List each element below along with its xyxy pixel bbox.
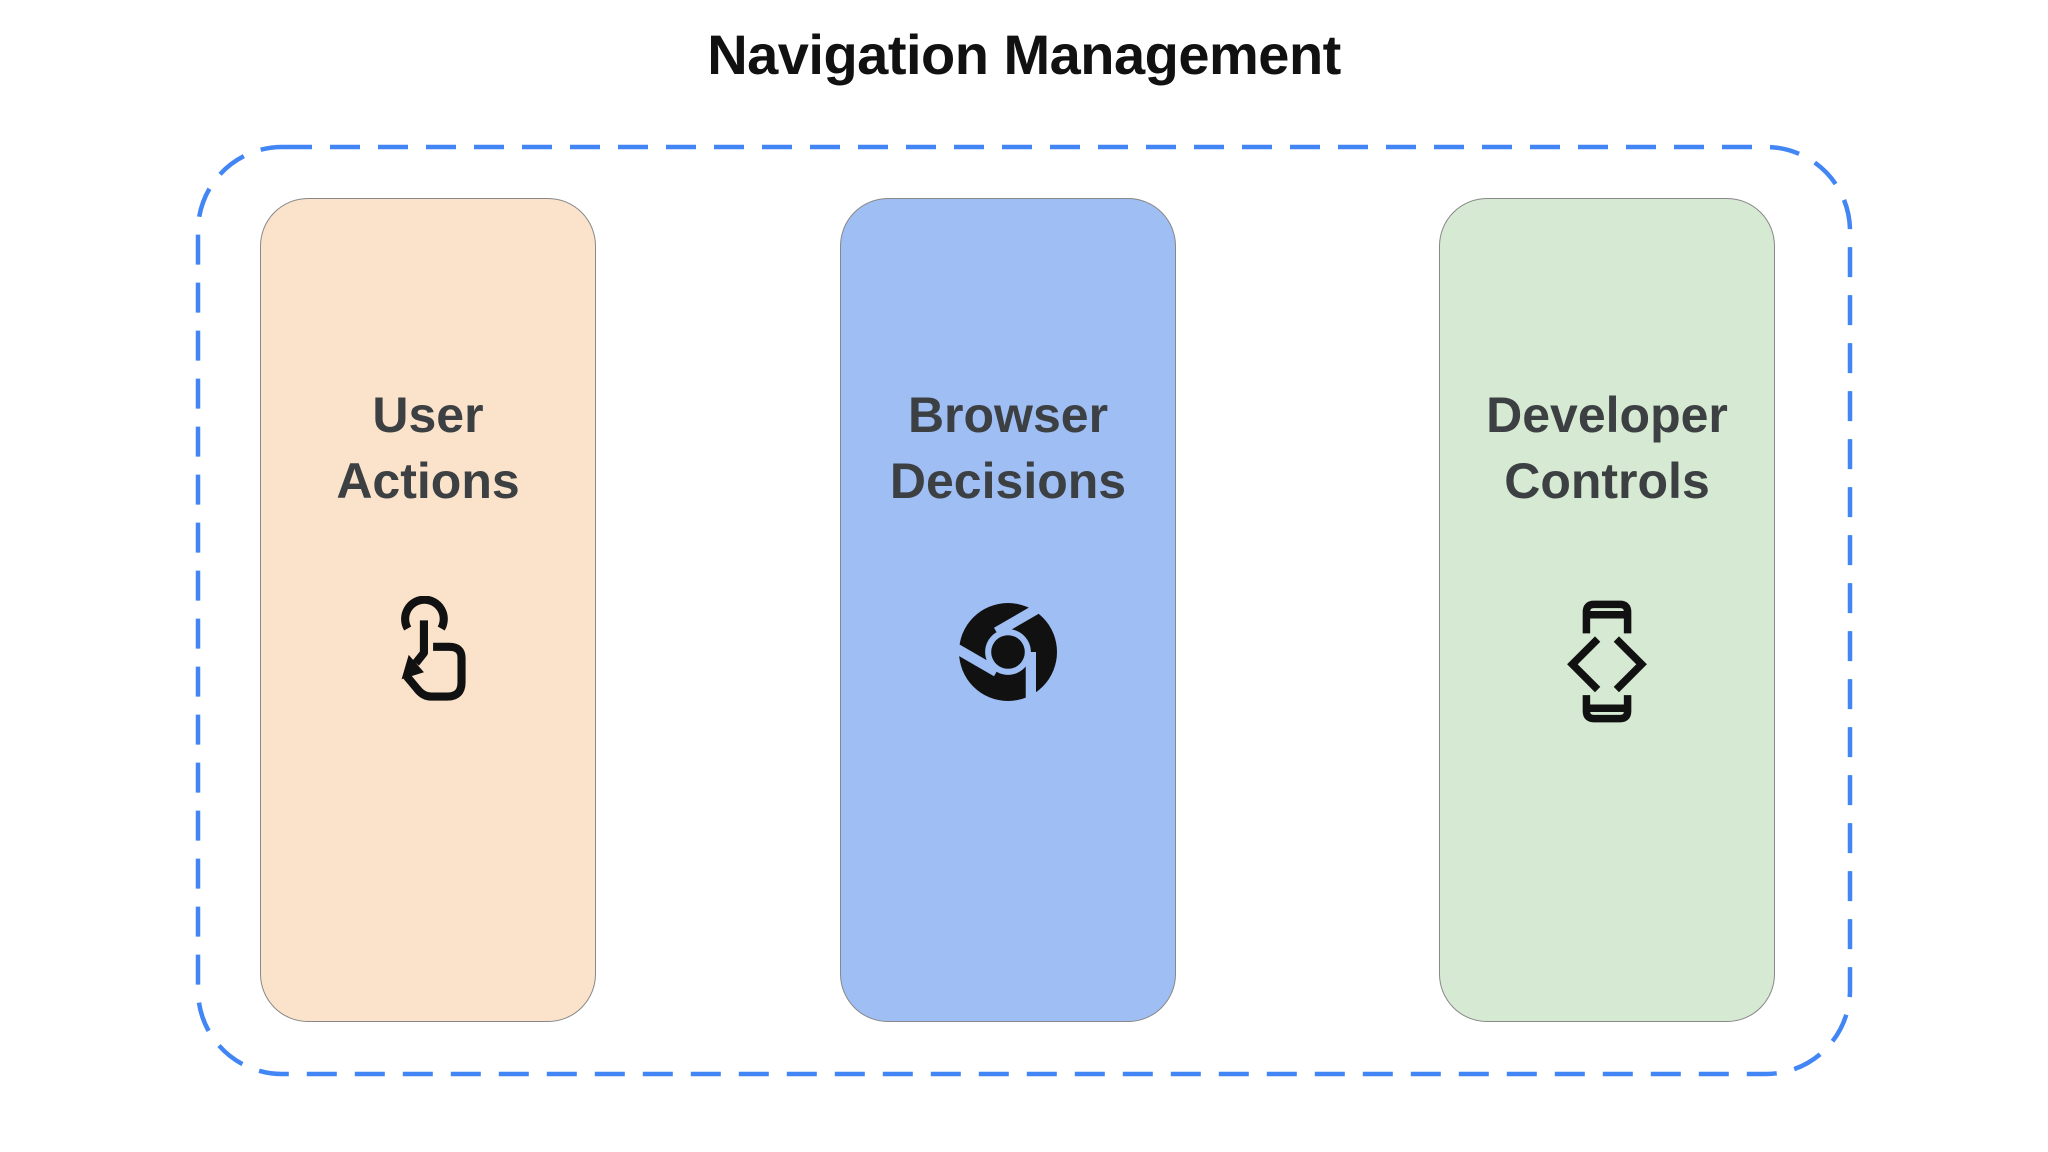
card-user-actions-label: User Actions — [336, 387, 520, 509]
card-browser-decisions-label: Browser Decisions — [889, 387, 1127, 509]
card-developer-controls: Developer Controls — [1439, 198, 1775, 1022]
chrome-browser-icon — [952, 596, 1064, 708]
developer-mode-icon — [1562, 596, 1652, 727]
touch-gesture-icon — [377, 596, 479, 724]
card-browser-decisions: Browser Decisions — [840, 198, 1176, 1022]
page-title: Navigation Management — [707, 23, 1341, 86]
dashed-boundary-rect — [195, 144, 1853, 1077]
card-user-actions: User Actions — [260, 198, 596, 1022]
card-developer-controls-label: Developer Controls — [1486, 387, 1728, 509]
